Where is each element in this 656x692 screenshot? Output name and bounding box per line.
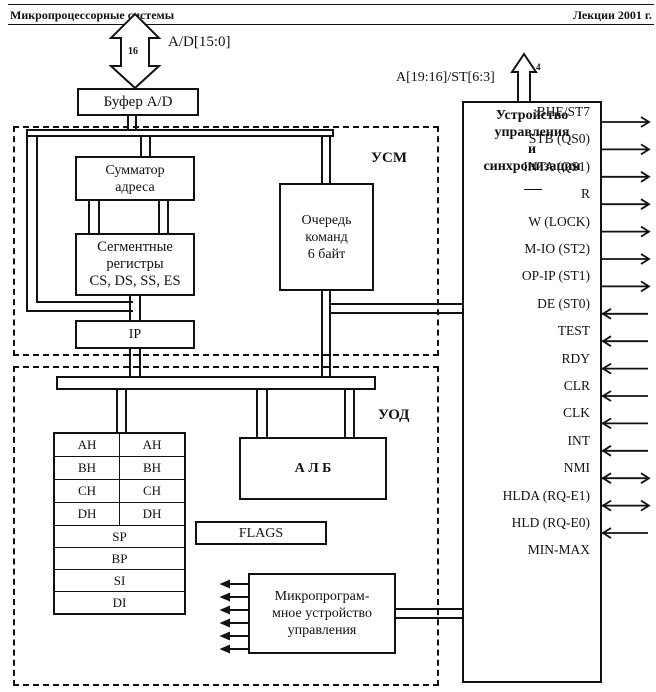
signal-label: MIN-MAX <box>527 542 590 558</box>
uod-label: УОД <box>378 407 410 423</box>
ip-register: IP <box>75 320 195 349</box>
usm-label: УСМ <box>371 150 407 166</box>
title-line-4: синхронизации <box>483 159 581 174</box>
signal-label: INTA (QS1) <box>523 158 590 174</box>
register-low: CH <box>142 483 162 498</box>
register-low: DH <box>142 506 162 521</box>
index-register: DI <box>112 594 127 610</box>
title-line-1: Устройство <box>495 108 569 123</box>
ad-bus-width: 16 <box>128 46 138 57</box>
signal-arrow-in <box>601 335 648 347</box>
signal-label: OP-IP (ST1) <box>521 268 590 284</box>
signal-arrow-bi <box>601 499 651 512</box>
gp-register-row: AH AH <box>55 434 184 457</box>
adder-line-1: Сумматор <box>105 162 165 178</box>
signal-arrow-in <box>601 445 648 457</box>
addr-bus-arrow <box>510 52 538 101</box>
signal-arrow-in <box>601 390 648 402</box>
signal-label: CLR <box>563 378 590 393</box>
register-high: DH <box>55 503 120 525</box>
queue-line-2: команд <box>305 229 348 245</box>
control-sync-unit: Устройство управления и синхронизации BH… <box>462 101 602 683</box>
gp-register-row: BH BH <box>55 457 184 480</box>
segments-line-2: регистры <box>106 256 164 272</box>
signal-arrow-in <box>601 362 648 375</box>
flags-register: FLAGS <box>195 521 327 545</box>
title-line-2: управления <box>494 125 570 140</box>
segment-registers: Сегментные регистры CS, DS, SS, ES <box>75 233 195 296</box>
register-high: AH <box>55 434 120 456</box>
signal-arrow-in <box>601 527 648 539</box>
ad-bus-arrow <box>108 12 162 90</box>
signal-label: HLD (RQ-E0) <box>511 515 590 530</box>
signal-arrow-out <box>602 143 651 156</box>
addr-bus-label: A[19:16]/ST[6:3] <box>396 70 495 85</box>
instruction-queue: Очередь команд 6 байт <box>279 183 374 291</box>
ad-bus-label: A/D[15:0] <box>168 34 231 50</box>
signal-label: R <box>580 186 590 202</box>
gp-register-row: DH DH <box>55 503 184 526</box>
addr-bus-width: 4 <box>536 62 541 72</box>
address-adder: Сумматор адреса <box>75 156 195 201</box>
microcode-line-2: мное устройство <box>271 606 373 621</box>
register-high: BH <box>55 457 120 479</box>
signal-arrow-in <box>601 308 648 320</box>
index-register: SI <box>55 570 184 592</box>
register-high: CH <box>55 480 120 502</box>
index-register: BP <box>55 548 184 570</box>
signal-label: M-IO (ST2) <box>524 241 590 256</box>
microcode-output-arrows <box>219 579 248 654</box>
signal-label: INT <box>567 432 591 448</box>
usm-region <box>13 126 439 356</box>
signal-label: RDY <box>561 350 590 366</box>
register-low: BH <box>142 460 162 475</box>
signal-arrow-in <box>601 417 648 430</box>
signal-label: BHE/ST7 <box>536 104 590 119</box>
uod-region <box>13 366 439 686</box>
microcode-unit: Микропрограм- мное устройство управления <box>248 573 396 654</box>
alu: А Л Б <box>239 437 387 500</box>
header-right: Лекции 2001 г. <box>573 8 652 22</box>
adder-line-2: адреса <box>115 179 155 195</box>
signal-label: TEST <box>557 323 590 339</box>
control-unit-title: Устройство управления и синхронизации <box>464 107 600 175</box>
signal-arrow-out <box>602 253 651 265</box>
signal-arrow-out <box>602 116 651 128</box>
header-rule-top <box>8 4 654 5</box>
signal-label: STB (QS0) <box>528 131 590 147</box>
signal-label: NMI <box>563 460 590 476</box>
signal-label: CLK <box>563 405 590 421</box>
register-low: AH <box>142 437 162 452</box>
gp-register-row: CH CH <box>55 480 184 503</box>
queue-line-1: Очередь <box>301 212 352 228</box>
title-line-3: и <box>527 142 537 157</box>
header-rule-bottom <box>8 24 654 25</box>
buffer-ad: Буфер A/D <box>77 88 199 116</box>
signal-arrow-out <box>602 280 651 293</box>
signal-label: W (LOCK) <box>528 213 590 229</box>
signal-arrow-bi <box>601 472 651 484</box>
signal-arrow-out <box>602 225 651 238</box>
signal-label: HLDA (RQ-E1) <box>502 487 590 503</box>
segments-line-3: CS, DS, SS, ES <box>89 273 181 289</box>
signal-arrow-out <box>602 171 651 183</box>
queue-line-3: 6 байт <box>307 246 346 262</box>
segments-line-1: Сегментные <box>97 239 173 255</box>
signal-arrow-out <box>602 198 651 210</box>
title-overbar <box>524 189 542 190</box>
signal-label: DE (ST0) <box>537 295 590 311</box>
microcode-line-1: Микропрограм- <box>274 589 370 604</box>
index-register: SP <box>55 526 184 548</box>
microcode-line-3: управления <box>287 623 357 638</box>
